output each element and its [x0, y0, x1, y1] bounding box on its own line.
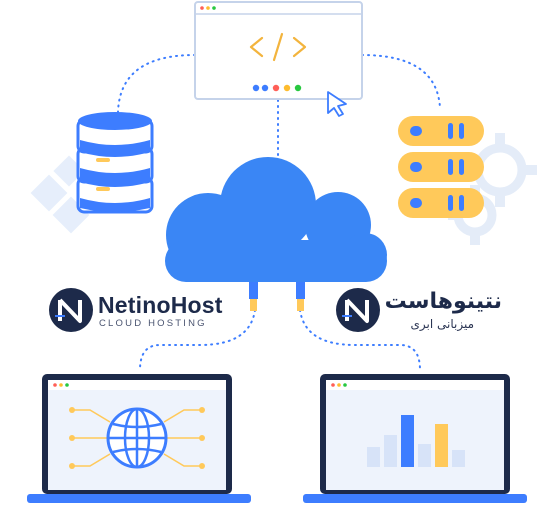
chart-bar	[418, 444, 431, 467]
database-icon	[76, 112, 154, 214]
brand-name-en: NetinoHost	[98, 292, 223, 319]
server-icon	[398, 116, 484, 218]
netino-logo-fa	[336, 288, 380, 332]
chart-bar	[401, 415, 414, 467]
connector-lines	[117, 54, 441, 371]
bar-chart-icon	[367, 415, 465, 467]
brand-name-part1: Netino	[98, 292, 171, 318]
code-icon	[249, 32, 307, 62]
chart-bar	[435, 424, 448, 467]
globe-icon	[69, 407, 205, 469]
laptop-icon	[303, 374, 527, 503]
cursor-icon	[327, 91, 347, 117]
cloud-icon	[165, 157, 387, 282]
window-dots	[252, 84, 302, 92]
chart-bar	[452, 450, 465, 467]
code-editor-window	[194, 1, 363, 100]
brand-name-fa: نتینوهاست	[384, 289, 502, 314]
chart-bar	[384, 435, 397, 467]
cloud-connectors	[249, 282, 305, 311]
netino-logo-en	[49, 288, 93, 332]
brand-tagline-fa: میزبانی ابری	[410, 317, 474, 331]
brand-name-part2: Host	[170, 292, 223, 318]
brand-tagline-en: CLOUD HOSTING	[99, 318, 207, 329]
chart-bar	[367, 447, 380, 467]
